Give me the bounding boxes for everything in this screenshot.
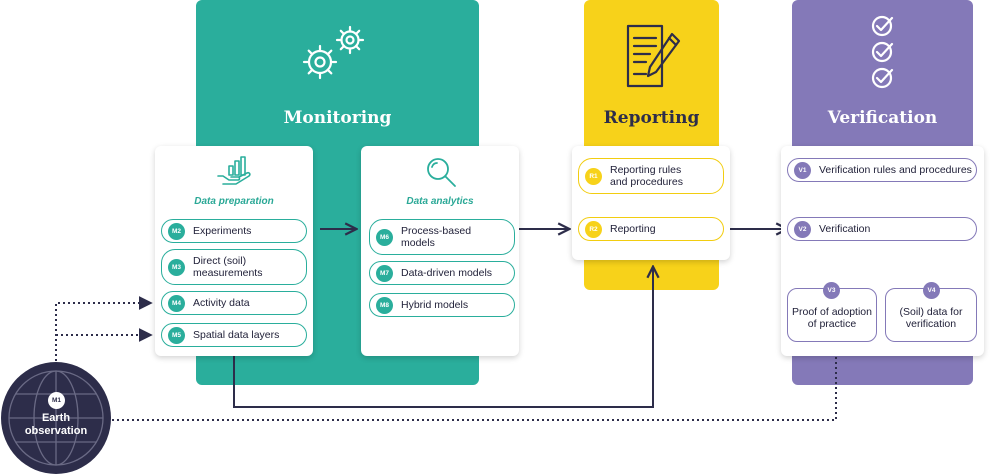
gears-icon [302, 25, 365, 80]
code-badge-m1: M1 [48, 392, 65, 409]
code-badge: M6 [376, 228, 393, 246]
code-badge: M5 [168, 326, 185, 344]
item-m4[interactable]: M4 Activity data [161, 291, 307, 315]
item-label: Spatial data layers [193, 329, 280, 341]
code-badge: M2 [168, 222, 185, 240]
item-label: Proof of adoption of practice [792, 306, 872, 330]
data-preparation-card: Data preparation M2 Experiments M3 Direc… [155, 146, 313, 356]
code-badge: R2 [585, 220, 602, 238]
item-r1[interactable]: R1 Reporting rules and procedures [578, 158, 724, 194]
item-label: Hybrid models [401, 299, 469, 311]
arrow-monitoring-to-reporting [233, 268, 653, 408]
item-label: Reporting [610, 223, 656, 235]
item-v2[interactable]: V2 Verification [787, 217, 977, 241]
code-badge: V1 [794, 161, 811, 179]
data-analytics-card: Data analytics M6 Process-based models M… [361, 146, 519, 356]
item-label: Reporting rules and procedures [610, 164, 683, 188]
code-badge-v3: V3 [823, 282, 840, 299]
item-m6[interactable]: M6 Process-based models [369, 219, 515, 255]
hand-chart-icon [217, 156, 251, 185]
item-m8[interactable]: M8 Hybrid models [369, 293, 515, 317]
item-m3[interactable]: M3 Direct (soil) measurements [161, 249, 307, 285]
item-label: Process-based models [401, 225, 472, 249]
earth-observation-label: Earth observation [24, 412, 88, 437]
reporting-title: Reporting [603, 108, 700, 128]
data-preparation-heading: Data preparation [194, 196, 274, 207]
item-label: Data-driven models [401, 267, 493, 279]
item-m2[interactable]: M2 Experiments [161, 219, 307, 243]
item-label: Direct (soil) measurements [193, 255, 263, 279]
code-badge: M4 [168, 294, 185, 312]
earth-observation-node[interactable]: M1 Earth observation [1, 362, 111, 474]
monitoring-title: Monitoring [283, 108, 392, 128]
code-badge-v4: V4 [923, 282, 940, 299]
item-label: Verification [819, 223, 871, 235]
code-badge: M7 [376, 264, 393, 282]
checklist-icon [871, 15, 894, 89]
code-badge: M8 [376, 296, 393, 314]
magnifier-icon [427, 158, 456, 187]
document-pen-icon [626, 24, 681, 88]
reporting-card: R1 Reporting rules and procedures R2 Rep… [572, 146, 730, 260]
item-label: Experiments [193, 225, 252, 237]
arrow-eo-to-activity-data [55, 296, 153, 366]
code-badge: R1 [585, 167, 602, 185]
item-m5[interactable]: M5 Spatial data layers [161, 323, 307, 347]
dotted-arrows [55, 296, 843, 421]
arrow-eo-to-proof-of-adoption [112, 341, 843, 421]
item-v1[interactable]: V1 Verification rules and procedures [787, 158, 977, 182]
code-badge: M3 [168, 258, 185, 276]
data-analytics-heading: Data analytics [406, 196, 474, 207]
item-m7[interactable]: M7 Data-driven models [369, 261, 515, 285]
item-label: (Soil) data for verification [899, 306, 963, 330]
item-label: Activity data [193, 297, 250, 309]
verification-card: V1 Verification rules and procedures V2 … [781, 146, 984, 356]
item-r2[interactable]: R2 Reporting [578, 217, 724, 241]
verification-title: Verification [827, 108, 938, 128]
item-label: Verification rules and procedures [819, 164, 972, 176]
code-badge: V2 [794, 220, 811, 238]
